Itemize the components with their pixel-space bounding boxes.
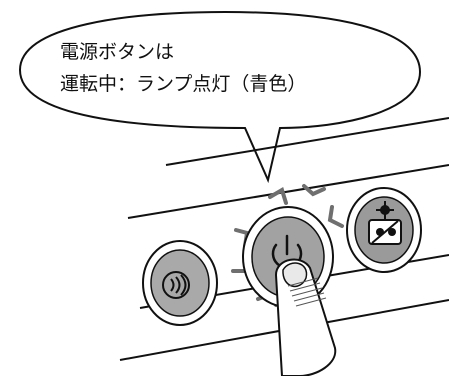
left-button[interactable] — [142, 240, 218, 326]
callout-line-2: 運転中：ランプ点灯（青色） — [60, 73, 306, 95]
callout-line-1: 電源ボタンは — [60, 41, 174, 63]
right-button[interactable] — [346, 187, 422, 273]
plug-icon — [368, 201, 402, 245]
callout-bubble — [18, 10, 422, 184]
finger — [274, 258, 337, 376]
sound-wave-icon — [162, 271, 190, 299]
